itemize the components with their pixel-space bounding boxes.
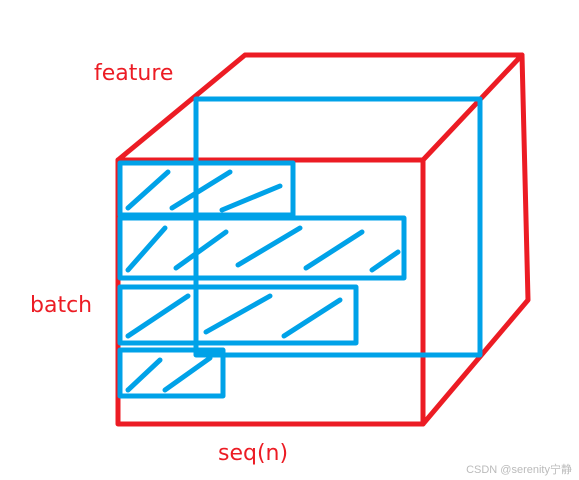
batch-block-3 — [117, 284, 359, 346]
batch-block-2 — [117, 215, 407, 281]
blue-structure — [193, 96, 483, 358]
red-cube — [115, 52, 531, 427]
batch-blocks — [117, 160, 407, 399]
cube-front-face — [115, 157, 426, 427]
watermark-text: CSDN @serenity宁静 — [466, 462, 572, 476]
batch-block-4 — [117, 347, 226, 399]
batch-block-1 — [117, 160, 296, 218]
cube-right-face — [420, 52, 531, 427]
batch-label: batch — [30, 293, 92, 318]
feature-label: feature — [94, 61, 173, 86]
cube-top-face — [115, 52, 525, 163]
blue-back-rectangle — [193, 96, 483, 358]
hatching — [125, 169, 401, 393]
seq-label: seq(n) — [218, 441, 288, 466]
